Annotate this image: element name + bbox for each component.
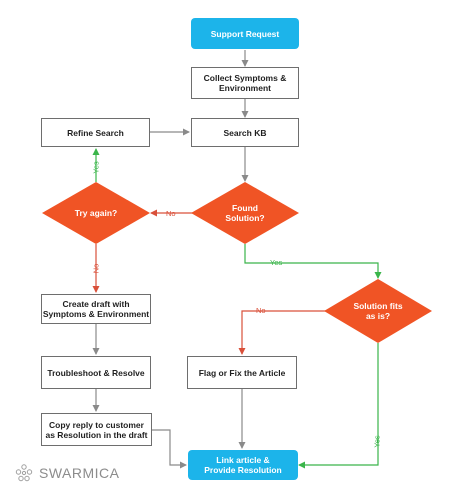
label-found-solution: Found Solution? [225,203,265,223]
decision-solution-fits [324,279,432,343]
edge-label-found-no: No [166,209,176,218]
node-flag-fix-article: Flag or Fix the Article [187,356,297,389]
swarmica-cluster-icon [15,464,33,482]
edge-copy-to-link [152,429,187,469]
node-collect-symptoms: Collect Symptoms & Environment [191,67,299,99]
swarmica-logo-text: SWARMICA [39,465,120,481]
decision-found-solution [191,182,299,244]
edge-label-tryagain-no: No [91,263,101,274]
label-solution-fits: Solution fits as is? [353,301,403,321]
decision-try-again [42,182,150,244]
edge-fits-no [238,310,327,355]
node-link-article: Link article & Provide Resolution [188,450,298,480]
node-refine-search: Refine Search [41,118,150,147]
edge-found-yes [244,244,382,279]
edge-label-fits-yes: Yes [372,435,382,448]
edge-label-fits-no: No [256,306,266,315]
edge-label-found-yes: Yes [270,258,283,267]
node-copy-reply: Copy reply to customer as Resolution in … [41,413,152,446]
node-support-request: Support Request [191,18,299,49]
node-create-draft: Create draft with Symptoms & Environment [41,294,151,324]
edge-label-tryagain-yes: Yes [91,161,101,174]
swarmica-logo: SWARMICA [14,463,119,483]
node-troubleshoot: Troubleshoot & Resolve [41,356,151,389]
label-try-again: Try again? [74,208,118,218]
edge-fits-yes [298,343,379,469]
node-search-kb: Search KB [191,118,299,147]
